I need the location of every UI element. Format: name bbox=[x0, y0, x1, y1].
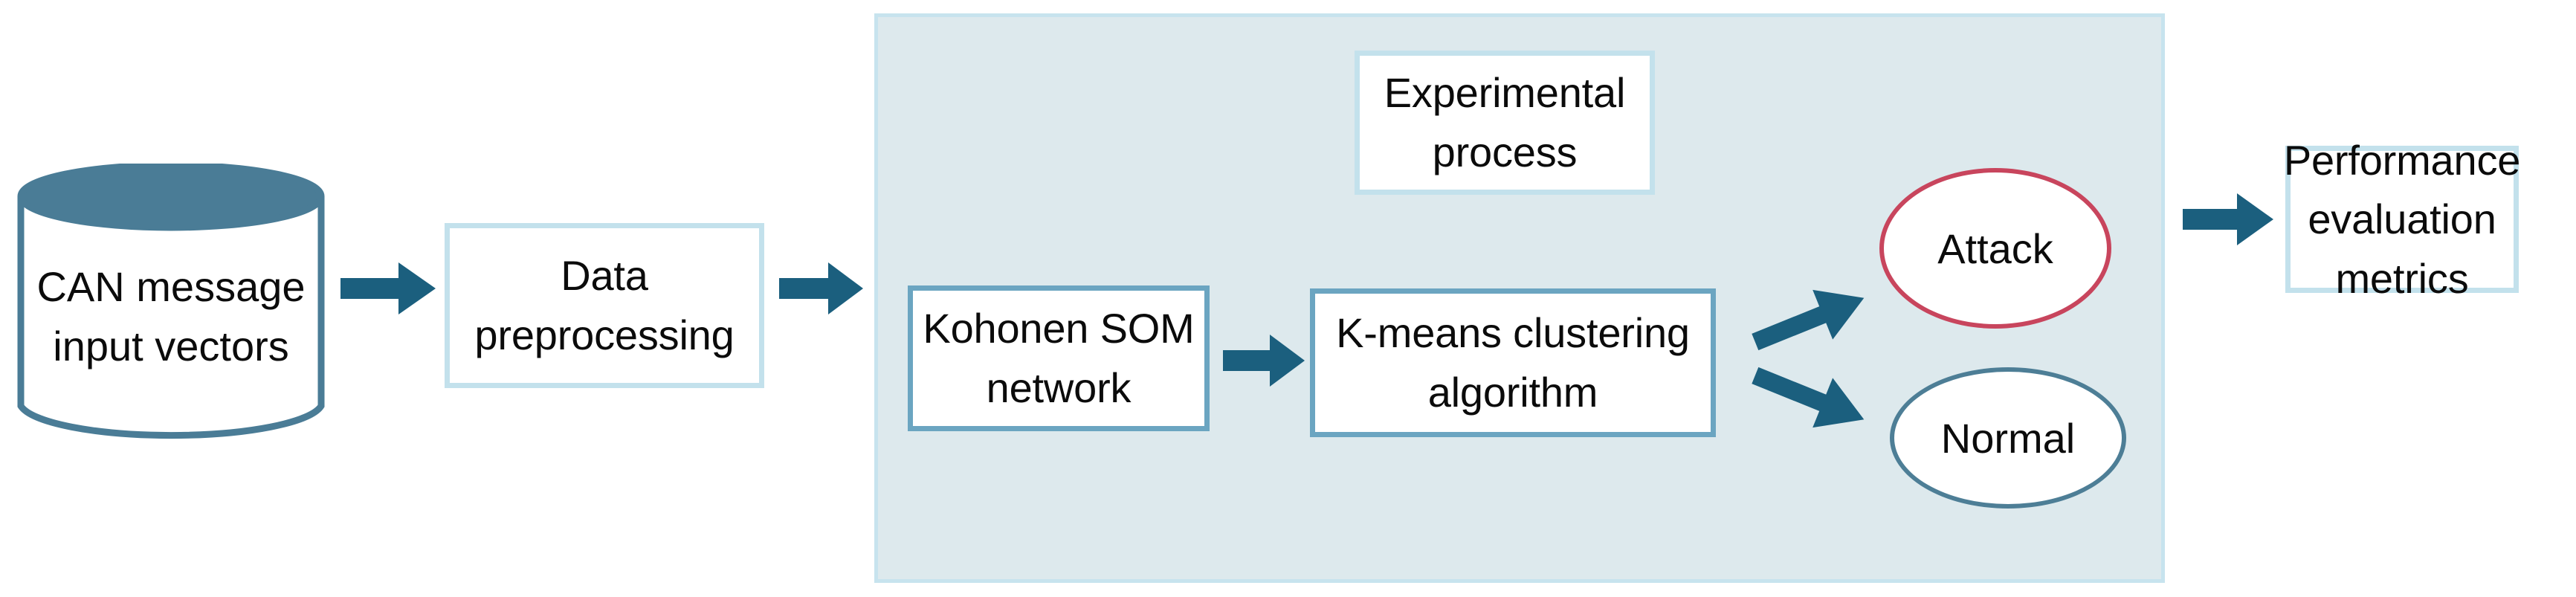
arrow-kohonen-to-kmeans bbox=[1223, 329, 1306, 393]
arrow-kmeans-to-normal bbox=[1743, 349, 1877, 446]
node-kohonen-som-network-label: Kohonen SOM network bbox=[923, 305, 1195, 411]
can-message-datastore: CAN message input vectors bbox=[16, 164, 326, 443]
node-data-preprocessing-label: Data preprocessing bbox=[474, 252, 735, 358]
node-kohonen-som-network: Kohonen SOM network bbox=[908, 285, 1210, 431]
node-experimental-process: Experimental process bbox=[1355, 51, 1655, 195]
node-performance-evaluation-metrics-label: Performance evaluation metrics bbox=[2283, 136, 2521, 302]
node-attack: Attack bbox=[1879, 168, 2111, 329]
node-data-preprocessing: Data preprocessing bbox=[445, 223, 764, 388]
arrow-datastore-to-preprocessing bbox=[340, 256, 437, 320]
node-normal: Normal bbox=[1890, 367, 2126, 509]
arrow-kmeans-to-attack bbox=[1743, 275, 1877, 364]
can-message-datastore-label: CAN message input vectors bbox=[36, 263, 306, 370]
node-experimental-process-label: Experimental process bbox=[1384, 69, 1626, 175]
node-kmeans-clustering-algorithm: K-means clustering algorithm bbox=[1310, 288, 1716, 437]
node-normal-label: Normal bbox=[1940, 414, 2076, 462]
node-performance-evaluation-metrics: Performance evaluation metrics bbox=[2284, 137, 2521, 302]
node-kmeans-clustering-algorithm-label: K-means clustering algorithm bbox=[1336, 309, 1690, 416]
arrow-to-performance-metrics bbox=[2183, 187, 2276, 251]
node-attack-label: Attack bbox=[1937, 225, 2053, 272]
arrow-preprocessing-to-kohonen bbox=[779, 256, 865, 320]
